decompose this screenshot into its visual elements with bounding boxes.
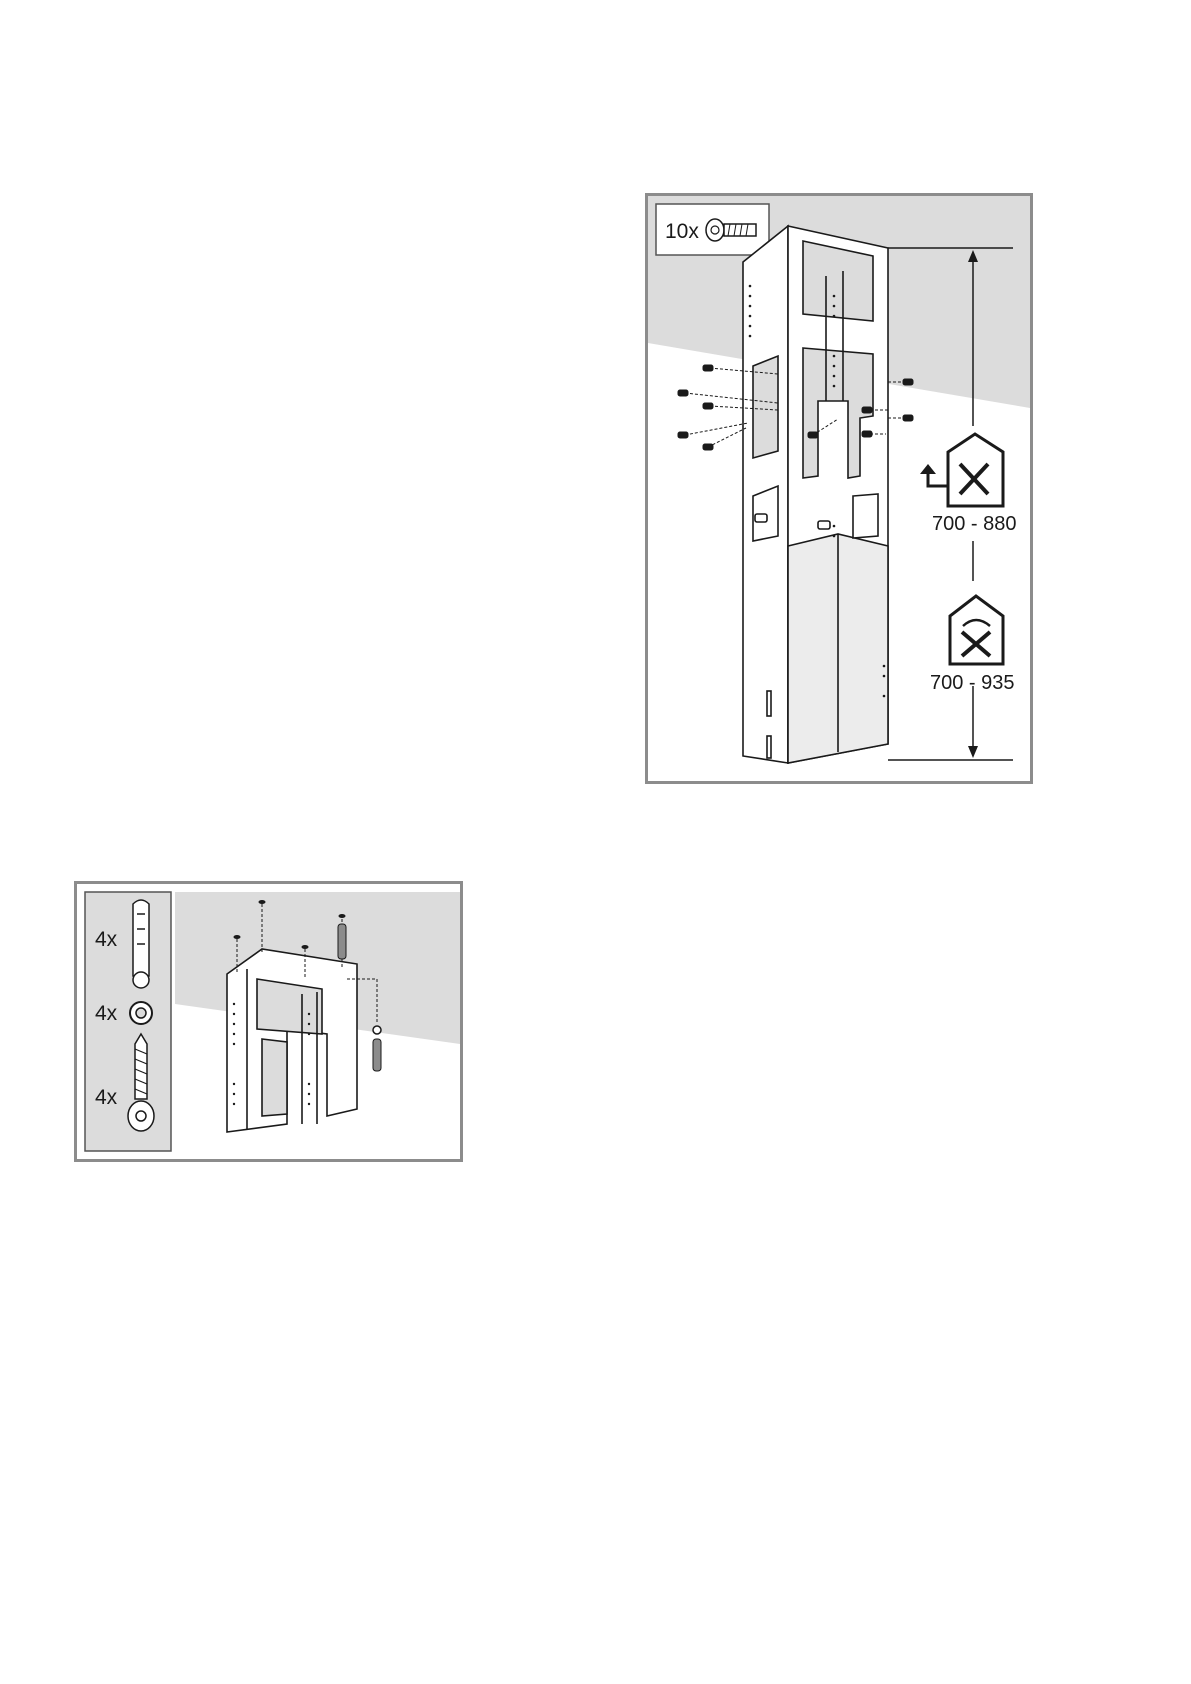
air-recirculation-mode-icon (950, 596, 1003, 664)
wall-bracket-illustration: 4x 4x 4x (77, 884, 460, 1159)
air-extraction-mode-icon (920, 434, 1003, 506)
wall-bracket-figure: 4x 4x 4x (74, 881, 463, 1162)
screw-count-label: 10x (665, 220, 699, 243)
recirculation-height-range: 700 - 935 (930, 672, 1015, 694)
chimney-body (743, 226, 888, 763)
screw-parts-box: 10x (656, 204, 769, 255)
washer-count-label: 4x (95, 1002, 118, 1025)
wall-plug-count-label: 4x (95, 928, 118, 951)
wall-plug-icon (133, 900, 149, 988)
extraction-height-range: 700 - 880 (932, 513, 1017, 535)
wall-bracket (227, 949, 357, 1132)
chimney-assembly-illustration: 10x (648, 196, 1030, 781)
chimney-assembly-figure: 10x (645, 193, 1033, 784)
bracket-parts-box: 4x 4x 4x (85, 892, 171, 1151)
screw-count-label: 4x (95, 1086, 118, 1109)
washer-icon (130, 1002, 152, 1024)
